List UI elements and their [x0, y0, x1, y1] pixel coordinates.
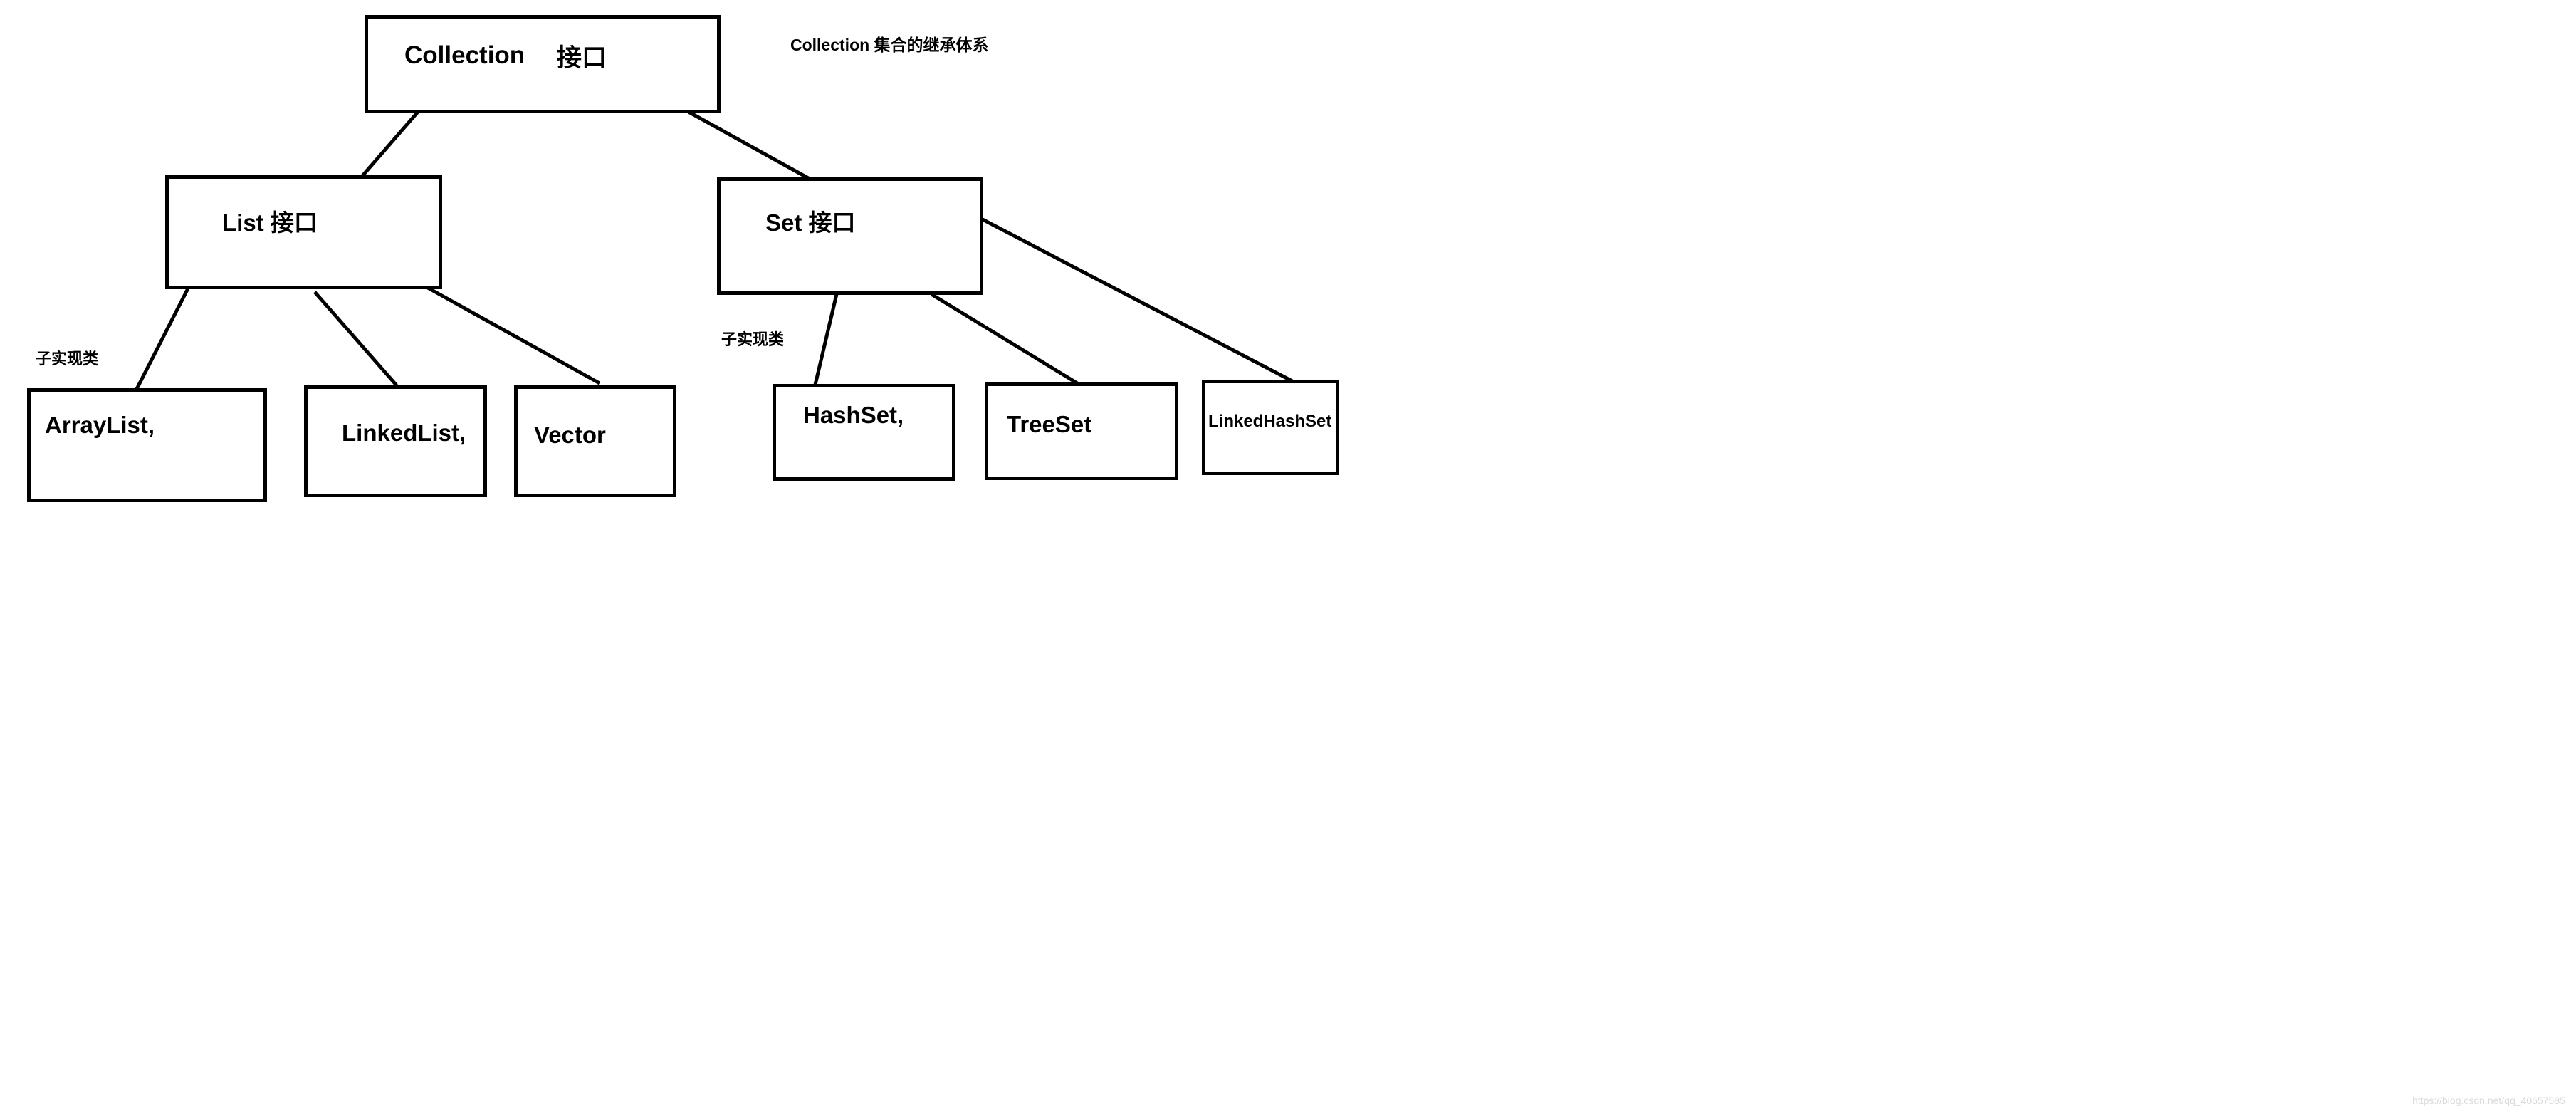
edge-list-vector [419, 281, 601, 385]
treeset-box [985, 382, 1178, 480]
arraylist-label: ArrayList, [45, 412, 155, 438]
set-label: Set 接口 [765, 209, 856, 236]
edge-set-hashset [813, 293, 839, 385]
linkedhashset-box [1202, 380, 1339, 475]
set-implementations-note: 子实现类 [721, 330, 785, 348]
set-box [717, 177, 983, 295]
watermark-text: https://blog.csdn.net/qq_40657585 [2412, 1095, 2565, 1106]
arraylist-box [27, 388, 267, 502]
edge-collection-set [687, 110, 811, 181]
treeset-label: TreeSet [1007, 411, 1092, 437]
linkedlist-box [304, 385, 487, 497]
collection-interface-label: 接口 [557, 44, 607, 72]
hashset-label: HashSet, [803, 402, 904, 428]
edge-set-treeset [930, 292, 1079, 385]
linkedlist-label: LinkedList, [342, 420, 466, 446]
linkedhashset-label: LinkedHashSet [1208, 412, 1332, 431]
edge-list-linkedlist [313, 291, 398, 387]
diagram-title: Collection 集合的继承体系 [790, 36, 989, 54]
edge-collection-list [360, 110, 419, 178]
collection-box [365, 15, 721, 113]
edge-set-linkedhashset [981, 217, 1294, 383]
collection-name: Collection [404, 41, 525, 69]
list-implementations-note: 子实现类 [36, 350, 99, 368]
hashset-box [773, 384, 955, 481]
vector-label: Vector [534, 422, 606, 448]
list-label: List 接口 [222, 209, 318, 236]
vector-box [514, 385, 676, 497]
list-box [165, 175, 442, 289]
edge-list-arraylist [133, 287, 190, 393]
